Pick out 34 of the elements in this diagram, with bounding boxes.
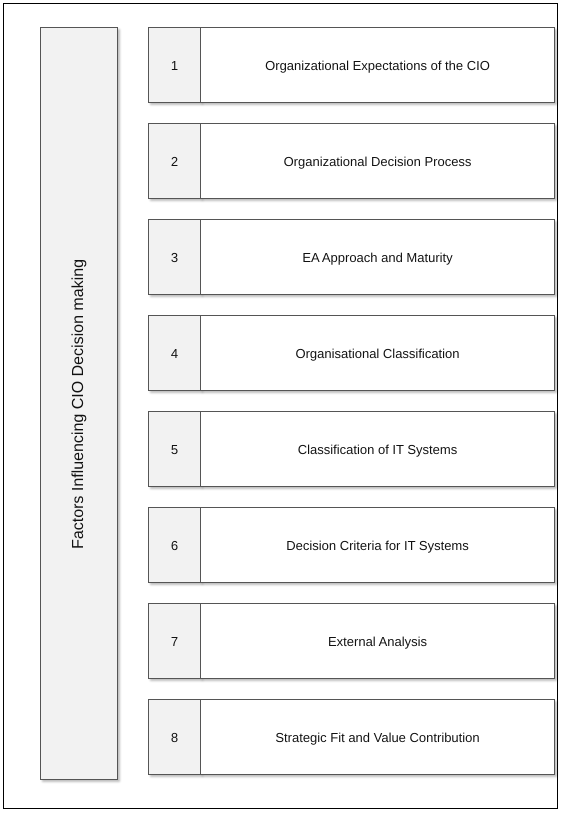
factor-box bbox=[200, 219, 555, 295]
factor-label: EA Approach and Maturity bbox=[302, 250, 453, 264]
factor-box bbox=[200, 315, 555, 391]
factor-label: Organisational Classification bbox=[295, 346, 460, 360]
vertical-title: Factors Influencing CIO Decision making bbox=[70, 258, 88, 548]
factor-label: Organizational Expectations of the CIO bbox=[265, 58, 490, 72]
factor-label: External Analysis bbox=[328, 634, 427, 648]
factor-box bbox=[200, 699, 555, 775]
factor-label: Classification of IT Systems bbox=[298, 442, 458, 456]
number-box bbox=[148, 219, 201, 295]
item-number: 3 bbox=[170, 250, 178, 264]
number-box bbox=[148, 411, 201, 487]
factor-label: Decision Criteria for IT Systems bbox=[286, 538, 469, 552]
side-bar bbox=[40, 27, 118, 780]
item-number: 7 bbox=[170, 634, 178, 648]
item-number: 8 bbox=[170, 730, 178, 744]
factor-box bbox=[200, 123, 555, 199]
item-number: 6 bbox=[170, 538, 178, 552]
number-box bbox=[148, 315, 201, 391]
number-box bbox=[148, 507, 201, 583]
factor-box bbox=[200, 507, 555, 583]
factor-box bbox=[200, 603, 555, 679]
number-box bbox=[148, 603, 201, 679]
item-number: 5 bbox=[170, 442, 178, 456]
factor-label: Organizational Decision Process bbox=[284, 154, 472, 168]
item-number: 4 bbox=[170, 346, 178, 360]
factor-box bbox=[200, 27, 555, 103]
factor-box bbox=[200, 411, 555, 487]
number-box bbox=[148, 699, 201, 775]
number-box bbox=[148, 123, 201, 199]
item-number: 1 bbox=[170, 58, 178, 72]
item-number: 2 bbox=[170, 154, 178, 168]
number-box bbox=[148, 27, 201, 103]
factor-label: Strategic Fit and Value Contribution bbox=[275, 730, 480, 744]
